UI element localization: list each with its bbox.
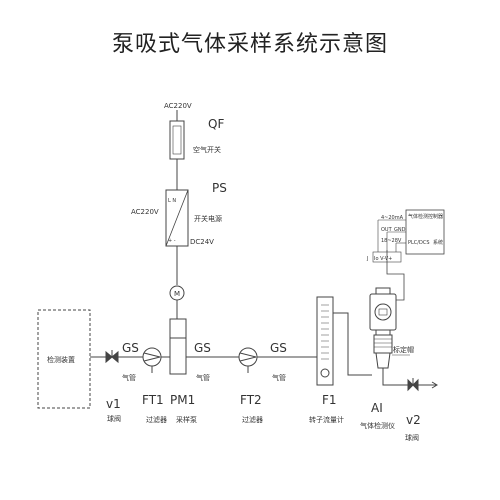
ps-pm-label: + - xyxy=(168,238,176,244)
ai-label: AI xyxy=(371,401,383,415)
f1-scale xyxy=(321,304,329,360)
f1-float xyxy=(320,368,330,378)
exhaust-arrow xyxy=(431,381,438,389)
ai-sensor-ribs xyxy=(374,338,392,348)
pipe2-label: 气管 xyxy=(196,373,210,382)
ps-diagonal xyxy=(165,189,189,247)
signal-cable xyxy=(386,250,405,301)
ps-dc-label: DC24V xyxy=(190,238,214,246)
terminal-j-label: J xyxy=(366,256,368,262)
ft1-label: FT1 xyxy=(142,393,164,407)
pipe1-label: 气管 xyxy=(122,373,136,382)
gs3-label: GS xyxy=(270,341,287,355)
f1-name: 转子流量计 xyxy=(309,415,344,424)
ai-sensor-body xyxy=(373,334,393,354)
sig-gnd-label: GND xyxy=(394,227,406,233)
ft1-name: 过滤器 xyxy=(146,415,167,424)
sig-power-label: 18~28V xyxy=(381,238,402,244)
detector-box xyxy=(37,309,91,409)
plc-panel-head: 气体检测控制器 xyxy=(408,213,443,220)
ac-top-label: AC220V xyxy=(164,102,192,110)
motor-label: M xyxy=(174,290,180,298)
plc-tag: 系统 xyxy=(433,239,443,246)
sig-out-label: OUT xyxy=(381,227,393,233)
ai-neck xyxy=(375,329,391,336)
pipe-f1-ai xyxy=(333,312,372,376)
ft2-name: 过滤器 xyxy=(242,415,263,424)
gs2-label: GS xyxy=(194,341,211,355)
ps-label: PS xyxy=(212,181,227,195)
plc-panel xyxy=(405,209,445,255)
qf-label: QF xyxy=(208,117,224,131)
v2-label: v2 xyxy=(406,413,421,427)
diagram-title: 泵吸式气体采样系统示意图 xyxy=(111,32,388,57)
ai-name: 气体检测仪 xyxy=(360,421,395,430)
ft1-arrow xyxy=(143,352,161,362)
ai-head xyxy=(369,293,397,331)
pm1-pump xyxy=(169,318,187,375)
ai-cap xyxy=(375,287,391,295)
ps-name: 开关电源 xyxy=(194,214,222,223)
ai-display-screen xyxy=(378,308,388,316)
f1-label: F1 xyxy=(322,393,337,407)
terminal-wires xyxy=(377,219,406,252)
ft2-arrow xyxy=(239,352,257,362)
ai-display xyxy=(374,303,392,321)
v1-label: v1 xyxy=(106,397,121,411)
f1-rotameter xyxy=(316,296,334,386)
terminal-label: Io V-V+ xyxy=(374,256,392,262)
ft2-label: FT2 xyxy=(240,393,262,407)
ai-calibration-cup xyxy=(375,352,391,369)
gs1-label: GS xyxy=(122,341,139,355)
sig-current-label: 4~20mA xyxy=(381,215,404,221)
qf-breaker-inner xyxy=(172,125,182,155)
qf-breaker xyxy=(169,120,185,160)
v1-name: 球阀 xyxy=(107,414,121,423)
ps-ln-label: L N xyxy=(168,198,176,204)
pipe-ai-v2 xyxy=(382,380,408,386)
qf-name: 空气开关 xyxy=(193,145,221,154)
pm1-label: PM1 xyxy=(170,393,195,407)
v2-name: 球阀 xyxy=(405,433,419,442)
mount-label: 标定帽 xyxy=(393,345,414,354)
plc-label: PLC/DCS xyxy=(408,240,430,246)
pipe3-label: 气管 xyxy=(272,373,286,382)
detector-label: 检测装置 xyxy=(47,355,75,364)
pm1-name: 采样泵 xyxy=(176,415,197,424)
ps-ac-label: AC220V xyxy=(131,208,159,216)
